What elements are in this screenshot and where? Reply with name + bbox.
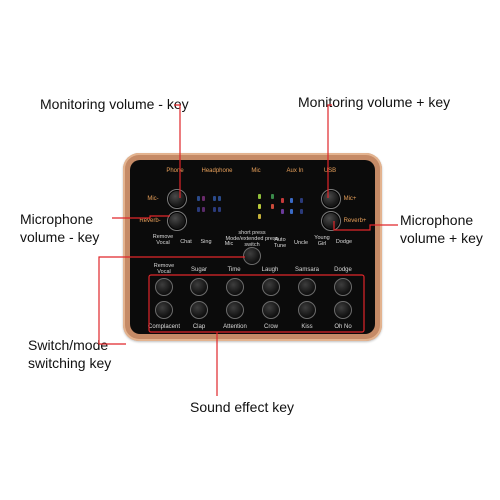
knob-label-reverb-plus: Reverb+ — [343, 218, 367, 224]
callout-switch-mode-key: Switch/mode switching key — [28, 337, 111, 372]
switch-mode-button[interactable] — [243, 247, 261, 265]
effect-button-dodge[interactable] — [334, 278, 352, 296]
effect-button-clap[interactable] — [190, 301, 208, 319]
effect-label-samsara: Samsara — [294, 267, 320, 273]
mode-label-sing: Sing — [200, 239, 212, 245]
callout-monitoring-volume-plus: Monitoring volume + key — [298, 94, 451, 110]
callout-line-1: Microphone — [20, 211, 94, 227]
effect-label-crow: Crow — [263, 324, 279, 330]
microphone-volume-minus-knob[interactable] — [167, 211, 187, 231]
effect-label-dodge: Dodge — [334, 267, 352, 273]
line-monitoring-minus — [174, 104, 181, 198]
callout-line-2: volume - key — [20, 228, 100, 245]
effect-label-remove-vocal: Remove Vocal — [153, 263, 175, 275]
effect-button-oh-no[interactable] — [334, 301, 352, 319]
port-label-mic: Mic — [251, 168, 261, 174]
mode-label-chat: Chat — [180, 239, 192, 245]
effect-button-attention[interactable] — [226, 301, 244, 319]
effect-label-complacent: Complacent — [147, 324, 181, 330]
port-label-phone: Phone — [166, 168, 184, 174]
callout-microphone-volume-plus: Microphone volume + key — [400, 212, 483, 247]
monitoring-volume-minus-knob[interactable] — [167, 189, 187, 209]
effect-label-oh-no: Oh No — [334, 324, 352, 330]
line-microphone-plus — [333, 221, 398, 231]
effect-label-time: Time — [227, 267, 241, 273]
callout-line-2: switching key — [28, 354, 112, 371]
mode-label-remove-vocal: Remove Vocal — [152, 234, 174, 246]
port-label-usb: USB — [323, 168, 337, 174]
knob-label-reverb-minus: Reverb- — [139, 218, 161, 224]
effect-button-complacent[interactable] — [155, 301, 173, 319]
effect-label-attention: Attention — [223, 324, 247, 330]
microphone-volume-plus-knob[interactable] — [321, 211, 341, 231]
port-label-aux-in: Aux In — [286, 168, 304, 174]
callout-line-1: Switch/mode — [28, 337, 109, 353]
effect-button-crow[interactable] — [262, 301, 280, 319]
effect-button-sugar[interactable] — [190, 278, 208, 296]
callout-sound-effect-key: Sound effect key — [190, 399, 295, 415]
mode-label-dodge: Dodge — [335, 239, 353, 245]
callout-line-1: Microphone — [400, 212, 474, 228]
mode-label-auto-tune: Auto Tune — [273, 237, 287, 249]
line-switch-mode — [98, 256, 245, 345]
callout-monitoring-volume-minus: Monitoring volume - key — [40, 96, 189, 112]
mode-label-uncle: Uncle — [293, 240, 309, 246]
effect-label-laugh: Laugh — [261, 267, 279, 273]
effect-label-clap: Clap — [192, 324, 206, 330]
mode-label-young-girl: Young Girl — [314, 235, 330, 247]
effect-label-sugar: Sugar — [190, 267, 208, 273]
port-label-headphone: Headphone — [201, 168, 233, 174]
callout-microphone-volume-minus: Microphone volume - key — [20, 211, 99, 246]
callout-line-2: volume + key — [400, 229, 483, 246]
effect-button-remove-vocal[interactable] — [155, 278, 173, 296]
effect-button-samsara[interactable] — [298, 278, 316, 296]
monitoring-volume-plus-knob[interactable] — [321, 189, 341, 209]
knob-label-mic-minus: Mic- — [147, 196, 159, 202]
sound-effect-highlight-box — [148, 274, 365, 333]
line-monitoring-plus — [327, 104, 332, 198]
effect-label-kiss: Kiss — [301, 324, 313, 330]
effect-button-kiss[interactable] — [298, 301, 316, 319]
switch-hint-text: short press Mode/extended press switch — [225, 230, 279, 248]
mode-label-mic: Mic — [224, 241, 234, 247]
effect-button-time[interactable] — [226, 278, 244, 296]
knob-label-mic-plus: Mic+ — [343, 196, 357, 202]
line-microphone-minus — [112, 215, 170, 219]
effect-button-laugh[interactable] — [262, 278, 280, 296]
